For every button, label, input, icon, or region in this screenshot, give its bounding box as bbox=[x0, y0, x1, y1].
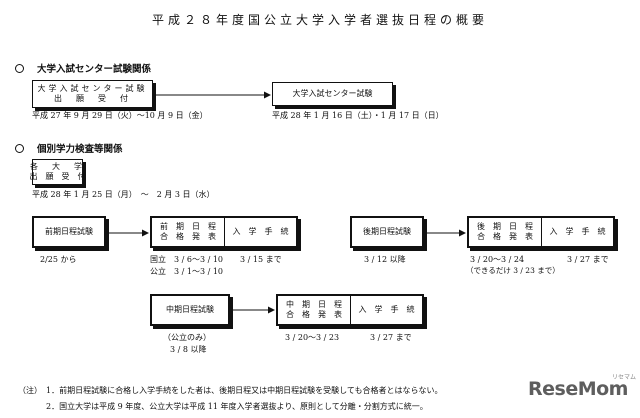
kouki-exam-label: 後期日程試験 bbox=[363, 227, 411, 236]
zenki-announce-national: 国立 3 / 6～3 / 10 bbox=[150, 255, 224, 264]
zenki-exam-date: 2/25 から bbox=[40, 255, 77, 264]
univ-app-line1: 各 大 学 bbox=[30, 162, 85, 171]
circle-bullet-icon bbox=[15, 64, 24, 73]
zenki-exam-label: 前期日程試験 bbox=[45, 227, 93, 236]
kouki-exam-box: 後期日程試験 bbox=[350, 216, 424, 248]
note-prefix: （注） bbox=[18, 386, 42, 395]
chuki-procedure-label: 入 学 手 続 bbox=[358, 305, 415, 314]
kouki-announce-note: （できるだけ 3 / 23 まで） bbox=[466, 266, 560, 275]
center-app-line2: 出 願 受 付 bbox=[54, 94, 131, 103]
chuki-announce-box: 中 期 日 程 合 格 発 表 入 学 手 続 bbox=[276, 294, 424, 326]
kouki-procedure-date: 3 / 27 まで bbox=[567, 255, 609, 264]
note-2: 2．国立大学は平成 9 年度、公立大学は平成 11 年度入学者選抜より、原則とし… bbox=[46, 402, 428, 411]
center-exam-application-box: 大学入試センター試験 出 願 受 付 bbox=[32, 80, 153, 108]
chuki-announce-line2: 合 格 発 表 bbox=[286, 310, 342, 319]
chuki-exam-label: 中期日程試験 bbox=[166, 305, 214, 314]
center-exam-dates: 平成 28 年 1 月 16 日（土）・1 月 17 日（日） bbox=[272, 111, 444, 120]
chuki-announce-line1: 中 期 日 程 bbox=[286, 300, 342, 309]
center-exam-box: 大学入試センター試験 bbox=[272, 82, 393, 106]
circle-bullet-icon bbox=[15, 144, 24, 153]
center-app-line1: 大学入試センター試験 bbox=[37, 84, 148, 93]
section-heading-center-exam: 大学入試センター試験関係 bbox=[15, 61, 151, 75]
zenki-exam-box: 前期日程試験 bbox=[32, 216, 106, 248]
zenki-announce-line1: 前 期 日 程 bbox=[160, 222, 216, 231]
univ-app-dates: 平成 28 年 1 月 25 日（月） ～ 2 月 3 日（水） bbox=[32, 190, 215, 199]
university-application-box: 各 大 学 出 願 受 付 bbox=[29, 159, 86, 185]
kouki-announce-box: 後 期 日 程 合 格 発 表 入 学 手 続 bbox=[467, 216, 615, 248]
kouki-exam-date: 3 / 12 以降 bbox=[364, 255, 406, 264]
resemom-logo-sub: リセマム bbox=[612, 374, 637, 381]
chuki-procedure-date: 3 / 27 まで bbox=[370, 333, 412, 342]
center-exam-label: 大学入試センター試験 bbox=[292, 89, 373, 98]
kouki-announce-line1: 後 期 日 程 bbox=[477, 222, 533, 231]
chuki-announce-date: 3 / 20～3 / 23 bbox=[285, 333, 340, 342]
univ-app-line2: 出 願 受 付 bbox=[29, 172, 86, 181]
kouki-announce-date: 3 / 20～3 / 24 bbox=[470, 255, 525, 264]
note-1: 1．前期日程試験に合格し入学手続をした者は、後期日程又は中期日程試験を受験しても… bbox=[46, 386, 443, 395]
zenki-announce-line2: 合 格 発 表 bbox=[160, 232, 216, 241]
kouki-procedure-label: 入 学 手 続 bbox=[549, 227, 606, 236]
section-heading-individual-exam: 個別学力検査等関係 bbox=[15, 141, 123, 155]
zenki-announce-box: 前 期 日 程 合 格 発 表 入 学 手 続 bbox=[150, 216, 298, 248]
resemom-logo: ReseMom bbox=[528, 378, 628, 400]
chuki-exam-note: （公立のみ） bbox=[163, 333, 211, 342]
zenki-procedure-label: 入 学 手 続 bbox=[232, 227, 289, 236]
page-title: 平成２８年度国公立大学入学者選抜日程の概要 bbox=[151, 13, 488, 27]
zenki-announce-public: 公立 3 / 1～3 / 10 bbox=[150, 267, 224, 276]
kouki-announce-line2: 合 格 発 表 bbox=[477, 232, 533, 241]
chuki-exam-date: 3 / 8 以降 bbox=[170, 345, 207, 354]
center-app-dates: 平成 27 年 9 月 29 日（火）～10 月 9 日（金） bbox=[32, 111, 208, 120]
zenki-procedure-date: 3 / 15 まで bbox=[240, 255, 282, 264]
chuki-exam-box: 中期日程試験 bbox=[150, 294, 230, 326]
